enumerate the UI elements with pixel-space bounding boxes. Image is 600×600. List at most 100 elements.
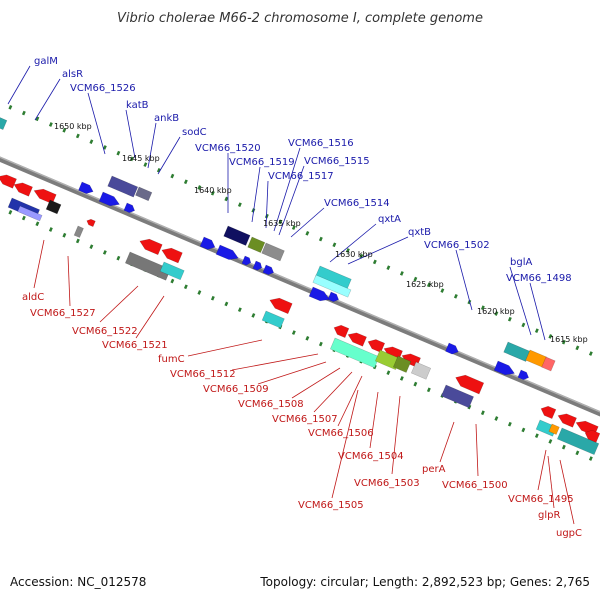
gene-arrow xyxy=(308,286,330,302)
gene-block xyxy=(556,427,600,456)
leader-line xyxy=(278,165,305,236)
gene-block xyxy=(159,261,185,281)
tick-mark xyxy=(386,370,391,376)
tick-mark xyxy=(62,232,67,238)
tick-mark xyxy=(345,248,350,253)
tick-mark xyxy=(413,276,418,282)
gene-block xyxy=(440,384,474,409)
kbp-label: 1630 kbp xyxy=(335,250,373,259)
tick-mark xyxy=(426,282,431,288)
leader-line xyxy=(257,361,327,385)
leader-line xyxy=(391,395,401,475)
gene-label-reverse: glpR xyxy=(538,510,560,521)
tick-mark xyxy=(210,295,215,301)
gene-block xyxy=(392,355,412,373)
tick-mark xyxy=(575,345,580,351)
gene-label-forward: VCM66_1526 xyxy=(70,83,136,94)
kbp-label: 1650 kbp xyxy=(54,122,92,131)
gene-block xyxy=(312,274,352,298)
gene-label-forward: alsR xyxy=(62,69,83,80)
tick-mark xyxy=(561,444,566,450)
gene-label-reverse: VCM66_1506 xyxy=(308,428,374,439)
leader-line xyxy=(231,353,319,371)
tick-mark xyxy=(62,127,67,133)
gene-block xyxy=(0,114,8,131)
gene-arrow xyxy=(199,236,216,250)
leader-line xyxy=(347,236,409,265)
gene-label-reverse: VCM66_1521 xyxy=(102,340,168,351)
gene-label-forward: galM xyxy=(34,56,58,67)
leader-line xyxy=(475,423,479,477)
tick-mark xyxy=(453,293,458,299)
leader-line xyxy=(337,375,363,427)
tick-mark xyxy=(399,271,404,276)
gene-label-reverse: fumC xyxy=(158,354,185,365)
leader-line xyxy=(547,455,555,509)
gene-arrow xyxy=(455,374,485,395)
gene-arrow xyxy=(13,182,33,197)
leader-line xyxy=(439,421,455,463)
gene-block xyxy=(261,310,285,329)
leader-line xyxy=(99,285,139,323)
tick-mark xyxy=(237,307,242,313)
tick-mark xyxy=(494,311,499,316)
tick-mark xyxy=(210,190,215,196)
kbp-label: 1635 kbp xyxy=(263,219,301,228)
tick-mark xyxy=(561,339,566,345)
leader-line xyxy=(251,166,261,223)
tick-mark xyxy=(143,162,148,167)
gene-arrow xyxy=(367,339,386,353)
leader-line xyxy=(290,207,325,238)
gene-arrow xyxy=(241,255,252,266)
gene-label-forward: VCM66_1517 xyxy=(268,171,334,182)
gene-label-forward: katB xyxy=(126,100,149,111)
tick-mark xyxy=(440,288,445,293)
gene-label-forward: bglA xyxy=(510,257,532,268)
tick-mark xyxy=(48,227,53,232)
tick-mark xyxy=(116,255,121,261)
tick-mark xyxy=(305,335,310,341)
leader-line xyxy=(135,295,165,339)
tick-mark xyxy=(467,299,472,305)
kbp-label: 1620 kbp xyxy=(477,307,515,316)
label-leader-lines xyxy=(7,65,575,525)
tick-mark xyxy=(386,265,391,271)
tick-mark xyxy=(548,439,553,444)
gene-arrow xyxy=(86,218,96,227)
tick-mark xyxy=(507,316,512,322)
leader-line xyxy=(157,136,181,175)
leader-line xyxy=(331,389,359,499)
tick-mark xyxy=(494,416,499,421)
leader-line xyxy=(291,367,341,399)
leader-line xyxy=(187,339,263,357)
gene-arrow xyxy=(327,291,339,302)
gene-arrow xyxy=(252,260,263,271)
gene-label-reverse: VCM66_1495 xyxy=(508,494,574,505)
gene-block xyxy=(261,242,285,262)
leader-line xyxy=(369,391,379,449)
tick-mark xyxy=(548,334,553,339)
tick-mark xyxy=(251,313,256,318)
gene-arrow xyxy=(161,247,183,264)
tick-mark xyxy=(278,219,283,225)
tick-mark xyxy=(507,421,512,427)
gene-features xyxy=(0,114,600,456)
gene-block xyxy=(223,225,251,246)
tick-mark xyxy=(183,179,188,185)
tick-mark xyxy=(521,427,526,433)
gene-block xyxy=(73,225,84,238)
gene-label-reverse: VCM66_1507 xyxy=(272,414,338,425)
tick-mark xyxy=(413,381,418,387)
tick-mark xyxy=(129,156,134,162)
gene-labels: galMalsRVCM66_1526katBankBsodCVCM66_1520… xyxy=(22,56,582,539)
tick-mark xyxy=(8,210,13,215)
tick-mark xyxy=(237,202,242,208)
gene-label-forward: VCM66_1516 xyxy=(288,138,354,149)
gene-arrow xyxy=(269,297,293,315)
tick-mark xyxy=(35,116,40,122)
gene-label-reverse: VCM66_1505 xyxy=(298,500,364,511)
gene-label-reverse: aldC xyxy=(22,292,44,303)
gene-block xyxy=(410,361,432,380)
gene-label-reverse: VCM66_1527 xyxy=(30,308,96,319)
leader-line xyxy=(33,239,45,289)
